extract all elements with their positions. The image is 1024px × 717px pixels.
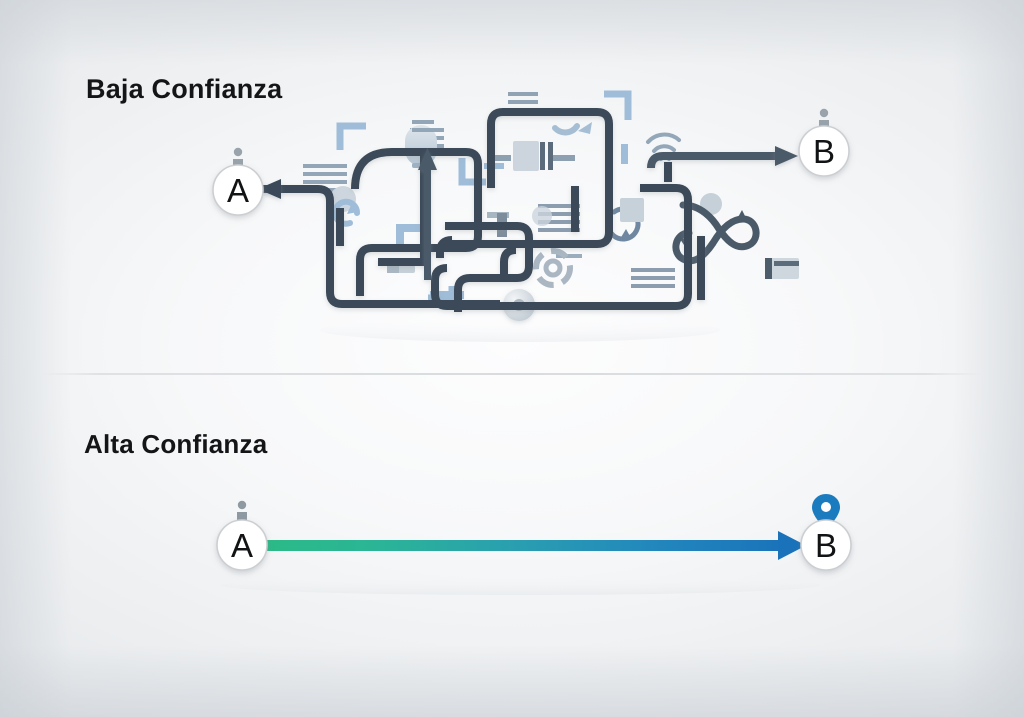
maze-path-to-a	[262, 185, 500, 308]
arrowhead-to-a	[258, 179, 281, 199]
maze-path-loop-2	[445, 108, 613, 248]
arrowhead-to-b	[775, 146, 798, 166]
maze-path-hook	[436, 236, 453, 258]
shelf-shadow	[320, 318, 720, 342]
decor-icons-group	[303, 90, 799, 321]
decor-rect	[540, 142, 545, 170]
node-b-high-label: B	[815, 527, 837, 564]
decor-rect	[620, 198, 644, 222]
stacked-lines-icon	[631, 268, 675, 288]
check-arc-icon	[552, 122, 592, 136]
maze-path-branch-up	[500, 246, 517, 274]
decor-rect	[487, 155, 511, 161]
decor-circle	[532, 206, 552, 226]
node-a-low-label: A	[227, 172, 249, 209]
stacked-lines-icon	[508, 92, 538, 104]
maze-path-mid	[445, 222, 533, 312]
maze-path-loop-1	[351, 148, 482, 296]
maze-path-to-b	[647, 152, 786, 169]
node-b-low[interactable]: B	[798, 108, 850, 177]
stacked-lines-icon	[556, 254, 582, 258]
page-title-low-confidence: Baja Confianza	[86, 74, 283, 104]
page-title-high-confidence: Alta Confianza	[84, 429, 268, 459]
node-a-high[interactable]: A	[216, 500, 268, 571]
section-divider	[42, 373, 982, 375]
decor-rect	[553, 155, 575, 161]
decor-rect	[513, 141, 539, 171]
decor-rect	[548, 142, 553, 170]
node-a-high-label: A	[231, 527, 253, 564]
gear-circle-icon	[533, 248, 573, 288]
node-b-high[interactable]: B	[800, 494, 852, 571]
plug-icon	[396, 224, 424, 246]
node-b-low-label: B	[813, 133, 835, 170]
shelf-shadow	[220, 575, 820, 595]
maze-path-bottom	[431, 184, 692, 310]
arrow-up-icon	[418, 148, 437, 280]
decor-rect	[430, 291, 464, 299]
bracket-corner-icon	[336, 122, 366, 150]
decor-rect	[621, 144, 628, 164]
flow-arrow	[258, 531, 806, 560]
node-a-low[interactable]: A	[212, 147, 264, 216]
card-icon	[765, 258, 799, 279]
stacked-lines-icon	[538, 204, 580, 232]
bracket-corner-icon	[604, 90, 632, 120]
